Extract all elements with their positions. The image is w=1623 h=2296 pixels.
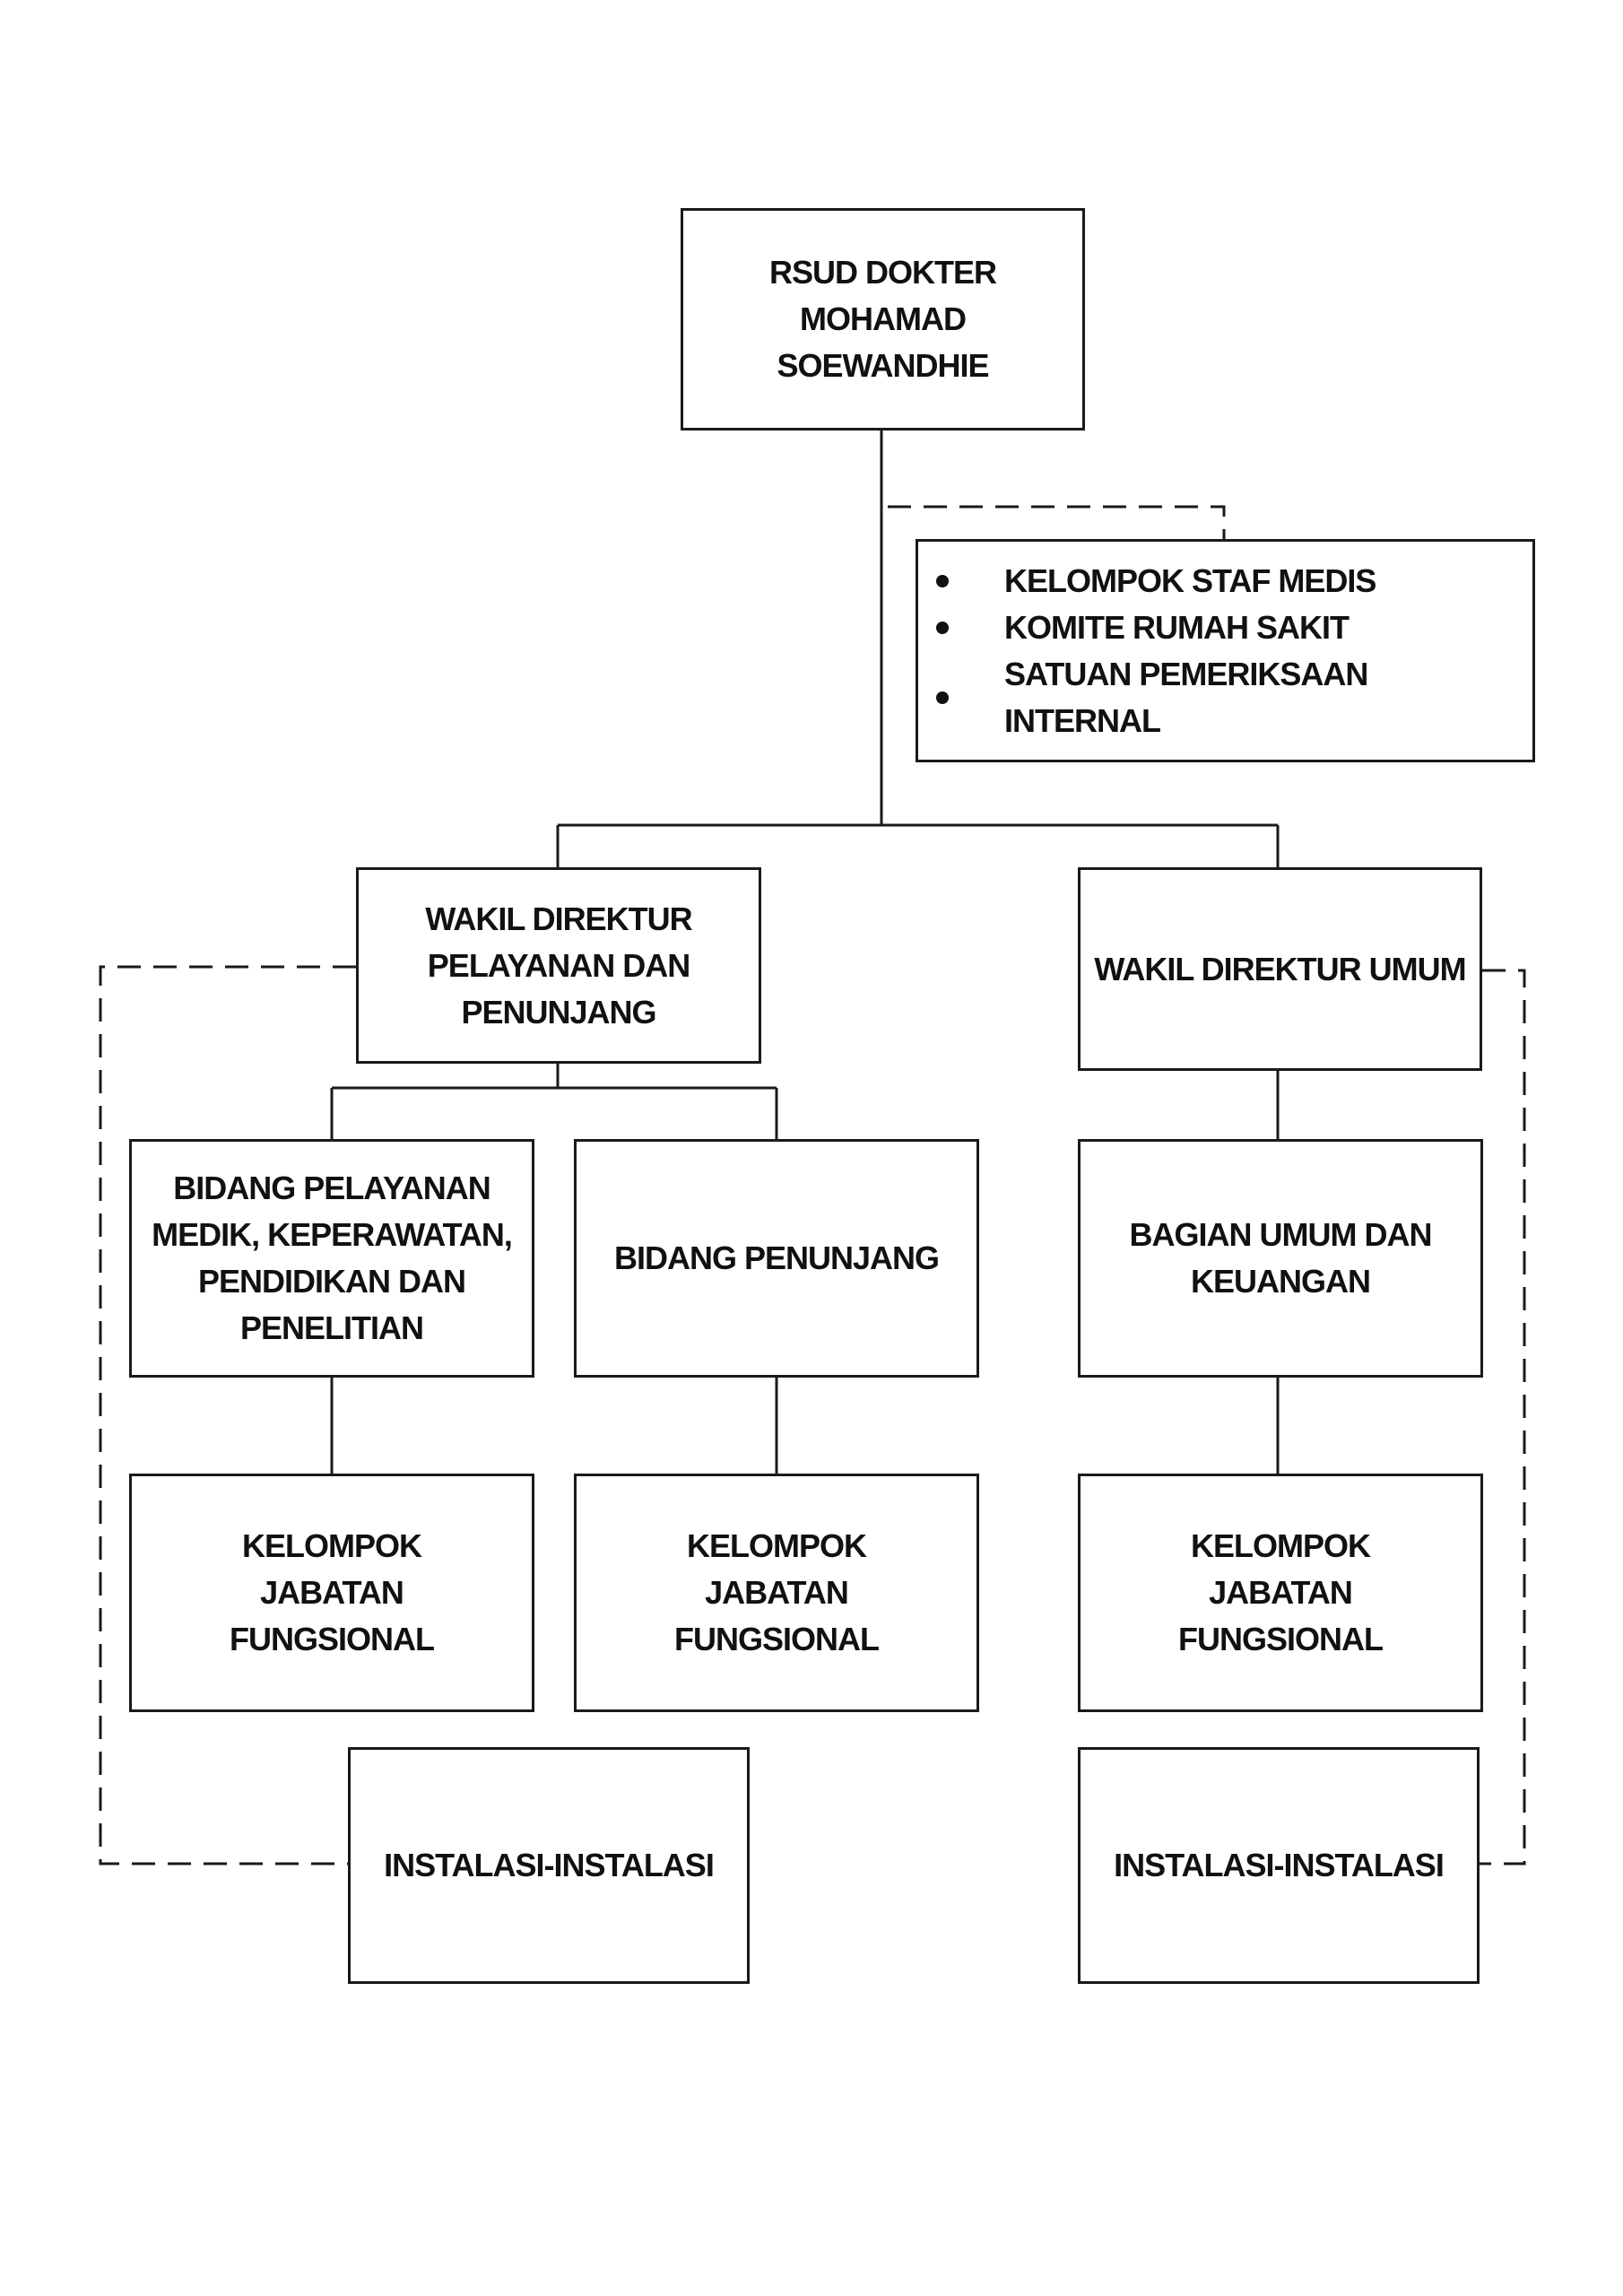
func-group-box: KELOMPOK JABATAN FUNGSIONAL	[129, 1474, 534, 1712]
root-box: RSUD DOKTER MOHAMAD SOEWANDHIE	[681, 208, 1085, 430]
installations-label: INSTALASI-INSTALASI	[1114, 1847, 1445, 1883]
deputy-services-box: WAKIL DIREKTUR PELAYANAN DAN PENUNJANG	[356, 867, 761, 1064]
func-group-label: KELOMPOK JABATAN FUNGSIONAL	[230, 1527, 435, 1657]
bullet-icon	[936, 691, 949, 704]
div-support-box: BIDANG PENUNJANG	[574, 1139, 979, 1378]
func-group-box: KELOMPOK JABATAN FUNGSIONAL	[574, 1474, 979, 1712]
installations-right-box: INSTALASI-INSTALASI	[1078, 1747, 1480, 1984]
installations-left-box: INSTALASI-INSTALASI	[348, 1747, 750, 1984]
deputy-general-label: WAKIL DIREKTUR UMUM	[1094, 950, 1466, 987]
div-general-box: BAGIAN UMUM DAN KEUANGAN	[1078, 1139, 1483, 1378]
bullet-icon	[936, 621, 949, 634]
deputy-services-label: WAKIL DIREKTUR PELAYANAN DAN PENUNJANG	[425, 900, 692, 1031]
left-dashed-loop	[99, 965, 356, 1866]
installations-label: INSTALASI-INSTALASI	[384, 1847, 715, 1883]
func-group-box: KELOMPOK JABATAN FUNGSIONAL	[1078, 1474, 1483, 1712]
advisory-item: KOMITE RUMAH SAKIT	[936, 604, 1520, 651]
div-support-label: BIDANG PENUNJANG	[613, 1239, 940, 1276]
func-group-label: KELOMPOK JABATAN FUNGSIONAL	[1178, 1527, 1384, 1657]
advisory-list: KELOMPOK STAF MEDIS KOMITE RUMAH SAKIT S…	[936, 558, 1520, 744]
advisory-box: KELOMPOK STAF MEDIS KOMITE RUMAH SAKIT S…	[916, 539, 1535, 762]
deputy-general-box: WAKIL DIREKTUR UMUM	[1078, 867, 1482, 1071]
advisory-dashed-line	[888, 505, 1226, 540]
div-general-label: BAGIAN UMUM DAN KEUANGAN	[1129, 1216, 1433, 1300]
advisory-item: SATUAN PEMERIKSAAN INTERNAL	[936, 651, 1520, 744]
right-dashed-loop	[1480, 969, 1526, 1866]
bullet-icon	[936, 574, 949, 587]
div-medical-box: BIDANG PELAYANAN MEDIK, KEPERAWATAN, PEN…	[129, 1139, 534, 1378]
root-label: RSUD DOKTER MOHAMAD SOEWANDHIE	[768, 254, 997, 384]
div-medical-label: BIDANG PELAYANAN MEDIK, KEPERAWATAN, PEN…	[152, 1170, 513, 1346]
advisory-item: KELOMPOK STAF MEDIS	[936, 558, 1520, 604]
func-group-label: KELOMPOK JABATAN FUNGSIONAL	[674, 1527, 880, 1657]
